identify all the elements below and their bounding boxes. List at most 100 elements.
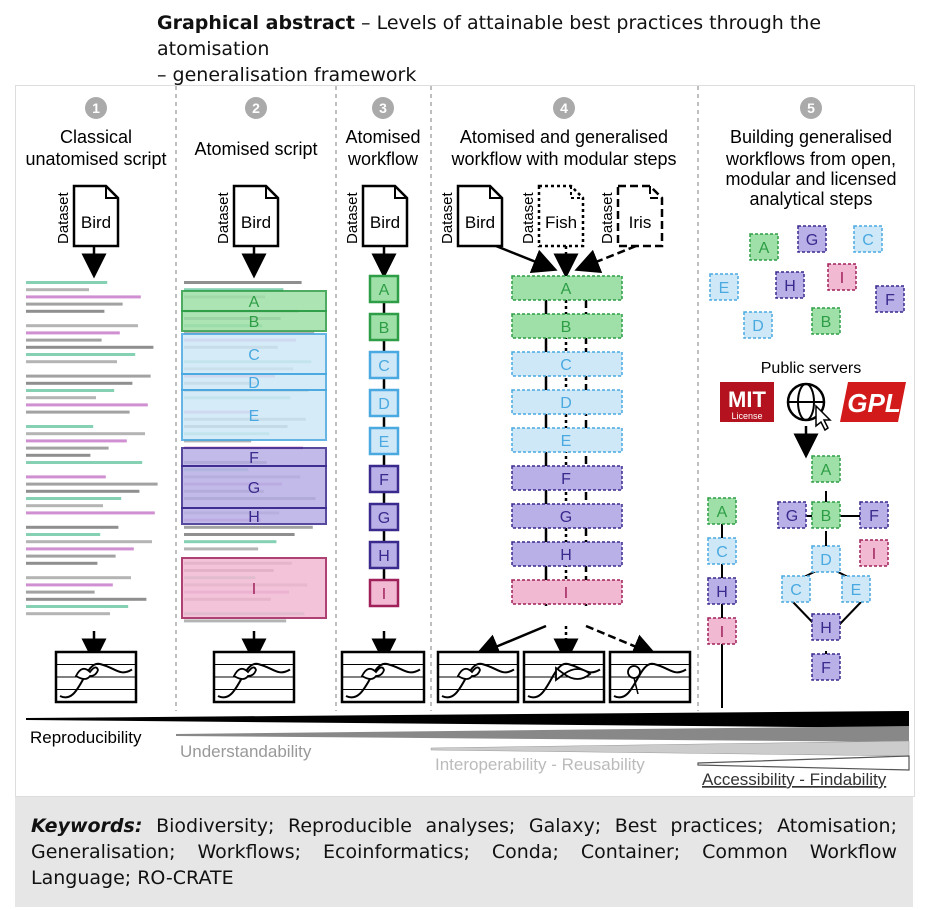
step-letter: I [720, 624, 724, 641]
step-letter: F [379, 472, 389, 489]
code-line [26, 525, 119, 529]
step-letter: D [378, 396, 390, 413]
script-block-g: G [181, 465, 327, 509]
plot-curve [345, 662, 421, 699]
interoperability-wedge [430, 740, 910, 757]
script-block-letter: I [252, 581, 256, 598]
tool-node-e: E [709, 273, 739, 301]
column-5-number: 5 [807, 100, 815, 116]
step-letter: E [561, 433, 572, 450]
column-4-number: 4 [560, 100, 568, 116]
step-box [797, 225, 827, 253]
step-box [511, 389, 623, 415]
script-block-letter: D [248, 375, 260, 392]
code-line [26, 497, 122, 500]
code-line [26, 432, 145, 436]
step-box [368, 312, 400, 342]
dataset-name: Bird [370, 213, 400, 232]
tool-node-e: E [841, 575, 871, 603]
generalised-step-h: H [511, 541, 623, 567]
accessibility-label: Accessibility - Findability [702, 770, 887, 789]
code-line [184, 288, 284, 292]
generalised-step-f: F [511, 465, 623, 491]
keywords-box: Keywords: Biodiversity; Reproducible ana… [15, 797, 913, 907]
code-line [26, 504, 103, 508]
code-line [26, 324, 138, 328]
document-icon [456, 184, 504, 248]
accessibility-wedge [697, 755, 910, 771]
result-plot [54, 650, 138, 704]
code-line [26, 583, 113, 587]
column-2-title: Atomised script [194, 139, 317, 159]
gpl-license-logo: GPL [840, 382, 906, 422]
dataset-name: Bird [81, 213, 111, 232]
plot-curve [527, 662, 601, 699]
script-block-letter: C [248, 347, 260, 364]
dataset-name: Bird [241, 213, 271, 232]
keywords-label: Keywords: [31, 815, 143, 837]
script-block-box [181, 310, 327, 332]
script-block-c: C [181, 333, 327, 375]
column-5-title-line2: workflows from open, [725, 149, 896, 169]
workflow-step-e: E [368, 426, 400, 456]
code-line [26, 511, 155, 515]
tool-node-g: G [797, 225, 827, 253]
tool-node-c: C [781, 575, 811, 603]
plot-curve [59, 662, 133, 699]
tool-node-h: H [775, 271, 805, 299]
step-letter: A [561, 281, 572, 298]
column-3-title-line1: Atomised [345, 127, 420, 147]
workflow-step-b: B [368, 312, 400, 342]
code-line [26, 309, 105, 313]
script-block-box [181, 557, 327, 619]
dataset-label: Dataset [439, 191, 456, 244]
step-letter: C [862, 232, 874, 249]
code-line [184, 547, 259, 551]
step-letter: F [885, 292, 895, 309]
step-letter: I [872, 546, 876, 563]
script-block-letter: F [249, 450, 259, 467]
mit-logo-sub: License [731, 411, 762, 421]
step-box [368, 464, 400, 494]
step-letter: C [378, 358, 390, 375]
code-line [26, 590, 95, 594]
code-line [26, 554, 116, 558]
step-box [511, 313, 623, 339]
tool-node-d: D [811, 545, 841, 573]
column-5-title-line4: analytical steps [749, 189, 872, 209]
script-block-b: B [181, 310, 327, 332]
title-rest: – Levels of attainable best practices th… [157, 12, 822, 60]
code-line [26, 446, 109, 450]
column-headings: 1 Classical unatomised script 2 Atomised… [25, 97, 897, 209]
step-box [811, 455, 841, 483]
step-letter: E [851, 582, 862, 599]
step-box [511, 579, 623, 605]
tool-node-i: I [827, 263, 857, 291]
script-block-a: A [181, 290, 327, 312]
output-arrows [81, 624, 658, 664]
bird-icon [232, 666, 257, 680]
title-bold: Graphical abstract [157, 12, 355, 34]
step-letter: G [786, 508, 798, 525]
step-box [511, 427, 623, 453]
code-line [26, 396, 96, 400]
dataset-name: Bird [465, 213, 495, 232]
step-box [368, 426, 400, 456]
step-box [841, 575, 871, 603]
code-line [184, 331, 315, 335]
step-box [707, 537, 737, 565]
gpl-logo-text: GPL [847, 388, 900, 418]
tool-node-h: H [811, 613, 841, 641]
code-line [26, 576, 131, 580]
result-plot [436, 650, 520, 704]
tool-node-f: F [875, 285, 905, 313]
code-line [184, 533, 295, 536]
code-line [184, 525, 313, 529]
column-2-number: 2 [252, 100, 260, 116]
plot-curve [441, 662, 515, 699]
document-icon [616, 184, 664, 248]
step-letter: D [752, 318, 764, 335]
